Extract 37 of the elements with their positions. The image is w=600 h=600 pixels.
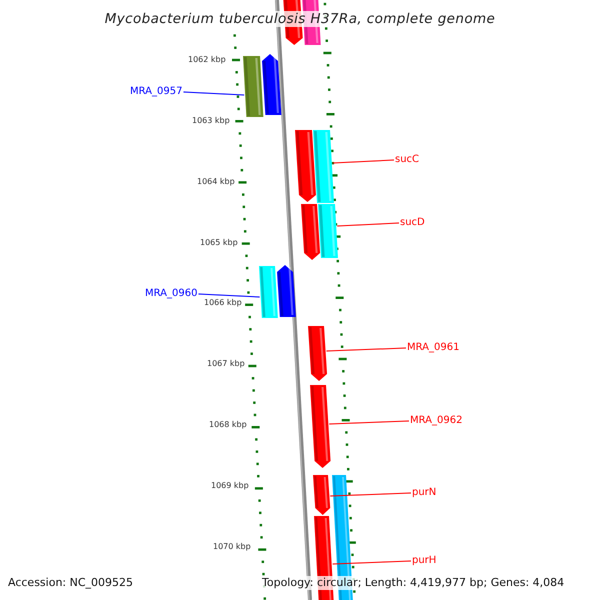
gene-feature xyxy=(308,326,328,381)
gene-label: sucD xyxy=(400,217,425,229)
gene-feature xyxy=(313,130,334,203)
leader-line xyxy=(336,222,400,226)
scale-label: 1062 kbp xyxy=(188,55,226,65)
gene-feature xyxy=(243,56,264,117)
scale-label: 1069 kbp xyxy=(211,481,249,491)
leader-line xyxy=(332,560,412,564)
leader-line xyxy=(326,348,406,352)
gene-label: MRA_0961 xyxy=(407,342,460,354)
gene-label: MRA_0962 xyxy=(410,415,462,427)
gene-feature xyxy=(295,130,316,202)
leader-line xyxy=(332,160,394,164)
scale-label: 1066 kbp xyxy=(204,298,242,308)
leader-line xyxy=(328,420,410,424)
gene-feature xyxy=(318,204,338,258)
gene-label: purN xyxy=(412,487,436,499)
gene-feature xyxy=(310,385,331,468)
gene-label: MRA_0960 xyxy=(145,288,198,300)
scale-label: 1065 kbp xyxy=(200,238,238,248)
gene-label: purH xyxy=(412,555,436,567)
scale-label: 1063 kbp xyxy=(192,116,230,126)
scale-label: 1067 kbp xyxy=(207,359,245,369)
scale-label: 1064 kbp xyxy=(197,177,235,187)
gene-feature xyxy=(259,266,278,318)
gene-feature xyxy=(301,204,320,260)
scale-label: 1070 kbp xyxy=(213,542,251,552)
gene-feature xyxy=(262,54,282,115)
footer-note: Accession: NC_009525 xyxy=(8,576,134,590)
leader-line xyxy=(198,294,260,298)
gene-label: sucC xyxy=(395,154,420,166)
gene-feature xyxy=(313,475,330,515)
gene-label: MRA_0957 xyxy=(130,86,182,98)
gene-feature xyxy=(277,265,296,317)
leader-line xyxy=(330,492,412,496)
scale-label: 1068 kbp xyxy=(209,420,247,430)
leader-line xyxy=(182,92,245,96)
